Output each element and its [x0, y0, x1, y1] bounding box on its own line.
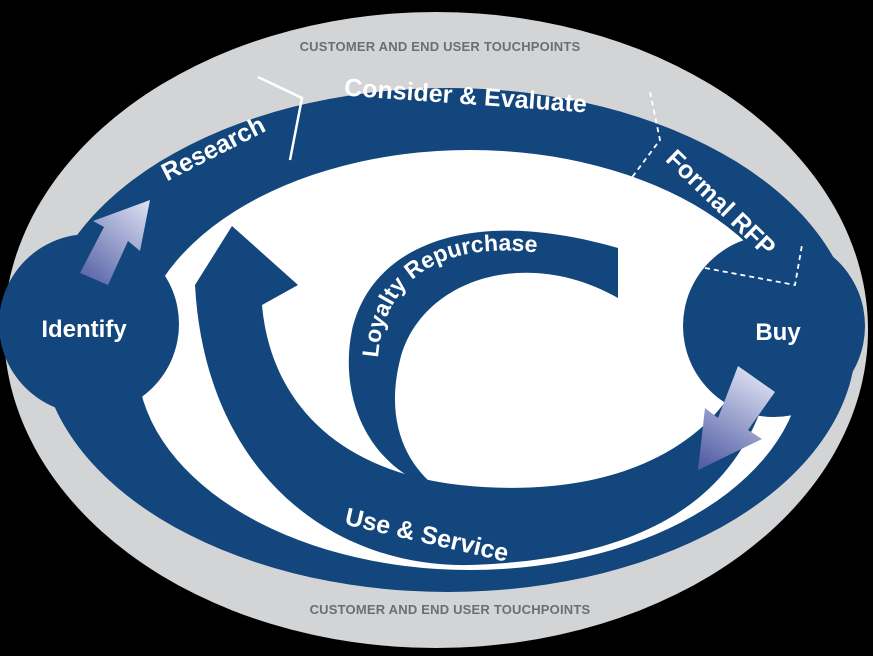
- research-consider-separator: [257, 75, 304, 161]
- buy-label: Buy: [755, 319, 801, 346]
- rfp-buy-separator: [704, 244, 803, 287]
- arrow-down-left-icon: [698, 366, 775, 470]
- arrow-up-right-icon: [80, 200, 150, 285]
- touchpoints-bottom-label: CUSTOMER AND END USER TOUCHPOINTS: [310, 602, 591, 617]
- identify-label: Identify: [41, 316, 127, 343]
- touchpoints-top-label: CUSTOMER AND END USER TOUCHPOINTS: [300, 39, 581, 54]
- loyalty-spiral: [348, 230, 618, 490]
- identify-circle: [0, 234, 179, 414]
- consider-rfp-separator: [629, 91, 661, 181]
- buy-circle: [683, 235, 865, 417]
- use-service-hook: [195, 226, 760, 566]
